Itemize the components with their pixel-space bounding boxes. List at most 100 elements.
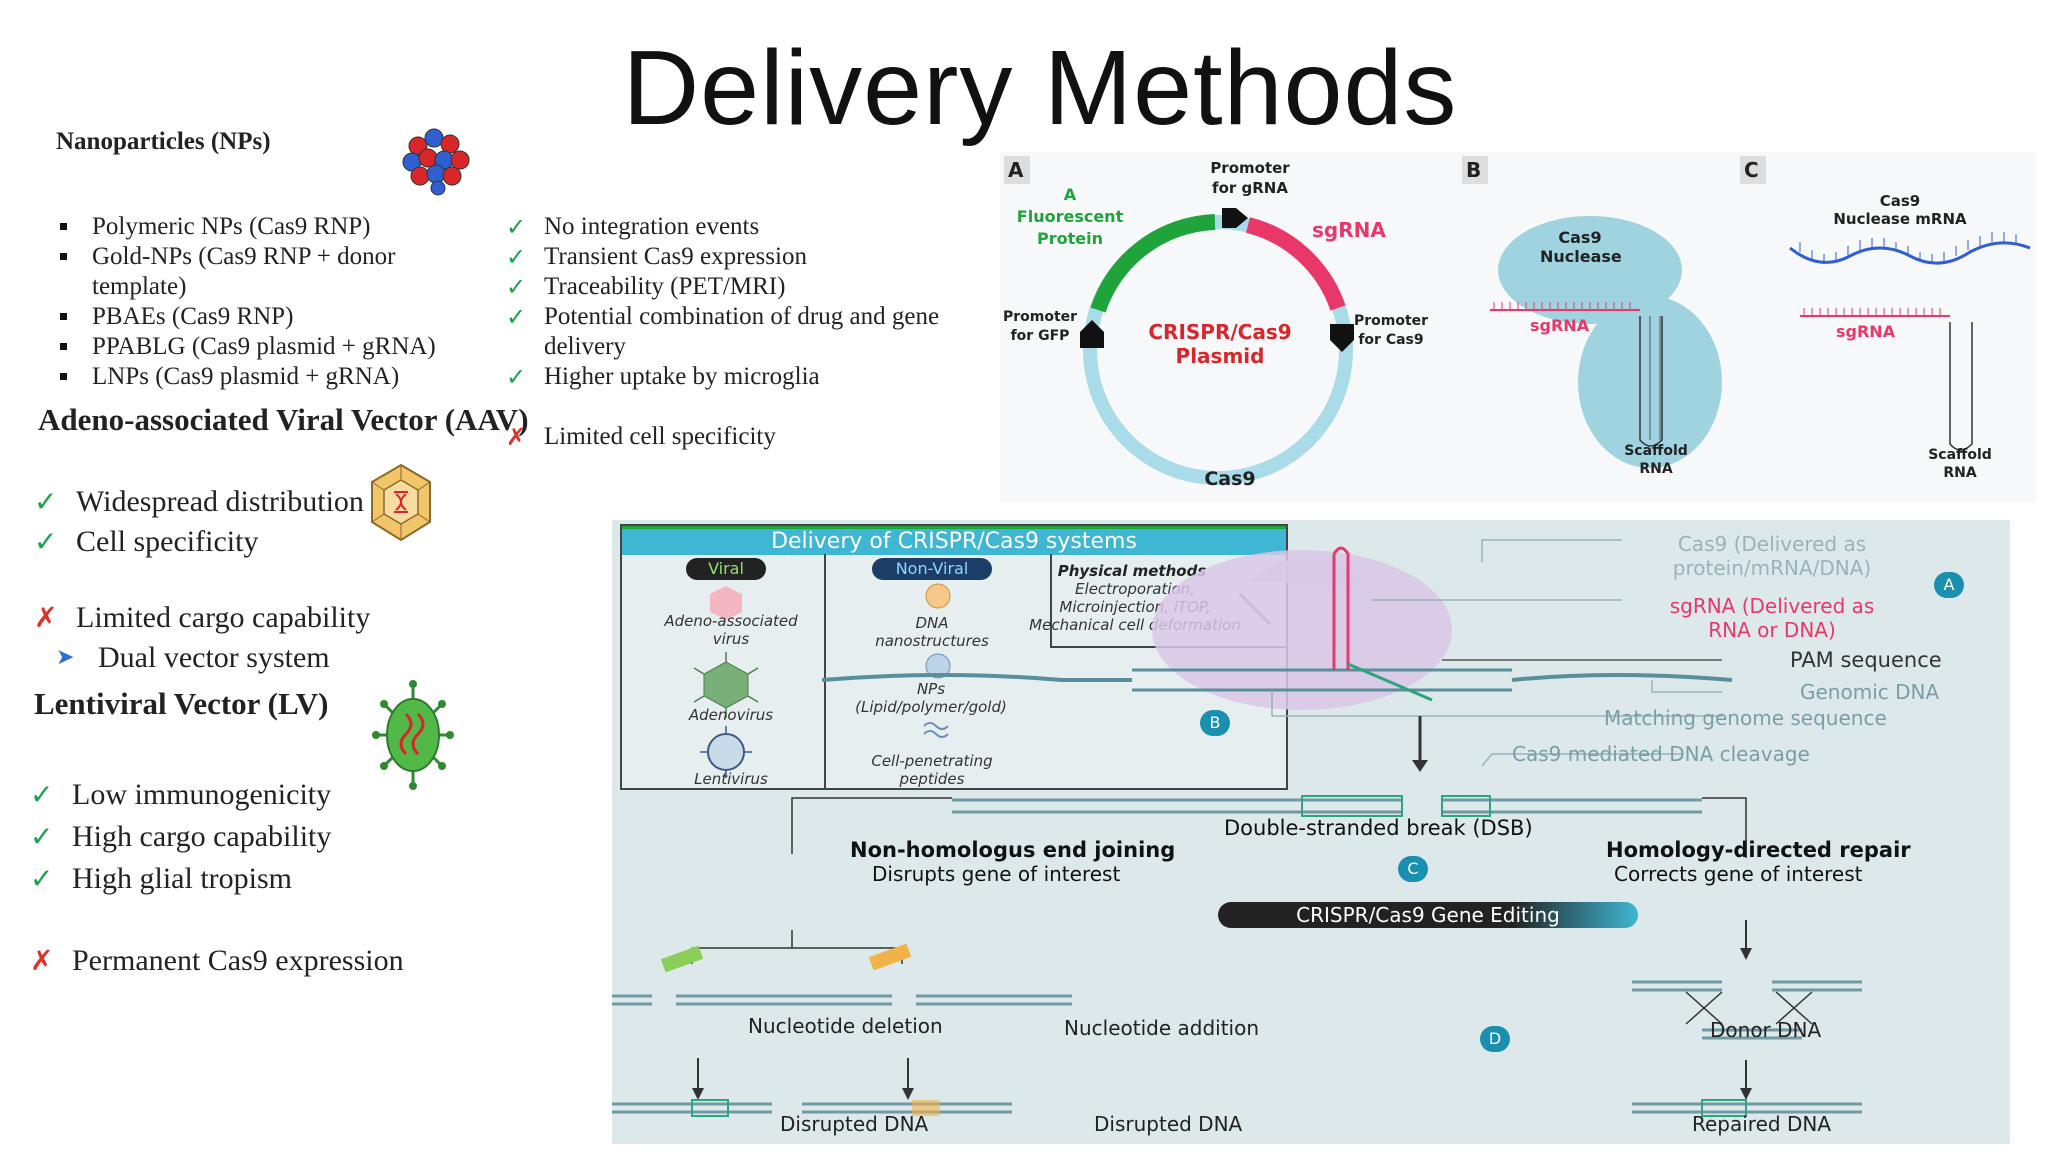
check-icon: ✓	[506, 213, 527, 241]
aav-list: ✓Widespread distribution ✓Cell specifici…	[34, 482, 394, 678]
repaired-dna-label: Repaired DNA	[1692, 1112, 1831, 1136]
box-divider	[824, 554, 826, 790]
aav-heading: Adeno-associated Viral Vector (AAV)	[38, 402, 529, 437]
nanoparticle-icon	[925, 653, 951, 679]
sgrna-label: sgRNA	[1312, 218, 1386, 242]
aav-capsid-icon	[371, 463, 431, 542]
cross-icon: ✗	[34, 601, 58, 634]
pro-text: Potential combination of drug and gene	[544, 303, 940, 330]
nanoparticle-list: Polymeric NPs (Cas9 RNP) Gold-NPs (Cas9 …	[56, 212, 476, 392]
check-icon: ✓	[506, 243, 527, 271]
promoter-gfp-icon	[1080, 320, 1104, 348]
step-circle-a: A	[1934, 572, 1964, 598]
list-item: Gold-NPs (Cas9 RNP + donor	[56, 242, 476, 272]
check-icon: ✓	[506, 273, 527, 301]
list-item: LNPs (Cas9 plasmid + gRNA)	[56, 362, 476, 392]
con-text: Limited cargo capability	[76, 601, 371, 634]
promoter-cas9-icon	[1330, 324, 1354, 352]
pro-text-continuation: delivery	[544, 333, 626, 360]
list-item: PPABLG (Cas9 plasmid + gRNA)	[56, 332, 476, 362]
check-icon: ✓	[30, 778, 54, 811]
check-icon: ✓	[30, 820, 54, 853]
donor-dna-label: Donor DNA	[1710, 1018, 1822, 1042]
list-item: PBAEs (Cas9 RNP)	[56, 302, 476, 332]
delivery-icons-svg	[693, 583, 1272, 778]
step-circle-b: B	[1200, 710, 1230, 736]
hdr-title: Homology-directed repair	[1606, 838, 1911, 862]
step-circle-c: C	[1398, 856, 1428, 882]
adenovirus-label: Adenovirus	[688, 706, 774, 724]
plasmid-backbone	[1083, 215, 1353, 485]
disrupted-dna-label-1: Disrupted DNA	[780, 1112, 929, 1136]
panel-b-sgrna-label: sgRNA	[1530, 316, 1590, 335]
pro-text: Traceability (PET/MRI)	[544, 273, 786, 300]
aav-particle-icon	[710, 586, 742, 620]
check-icon: ✓	[34, 525, 58, 558]
viral-tag: Viral	[686, 558, 766, 580]
nanoparticles-heading: Nanoparticles (NPs)	[56, 128, 271, 155]
physical-methods-title: Physical methods	[1057, 562, 1207, 580]
check-icon: ✓	[34, 485, 58, 518]
nanoparticle-cluster-icon	[402, 128, 470, 196]
genomic-dna-strand	[821, 673, 1132, 682]
lentivirus-icon	[372, 680, 454, 790]
panel-label-a: A	[1008, 158, 1024, 182]
pro-text: High glial tropism	[72, 862, 292, 895]
arrow-down-icon	[1412, 760, 1428, 772]
gene-editing-banner: CRISPR/Cas9 Gene Editing	[1218, 902, 1638, 928]
slide-title: Delivery Methods	[622, 29, 1458, 147]
sgrna-segment	[1245, 217, 1346, 311]
nps-label: NPs(Lipid/polymer/gold)	[855, 680, 1007, 716]
arrow-icon: ➤	[56, 645, 75, 670]
nucleotide-deletion-label: Nucleotide deletion	[748, 1014, 943, 1038]
cas9-label: Cas9	[1204, 468, 1256, 490]
nucleotide-addition-label: Nucleotide addition	[1064, 1016, 1259, 1040]
cross-icon: ✗	[506, 423, 527, 451]
pro-text: Transient Cas9 expression	[544, 243, 807, 270]
deleted-fragment-icon	[660, 945, 704, 973]
check-icon: ✓	[506, 303, 527, 331]
pam-sequence-label: PAM sequence	[1790, 648, 1942, 672]
panel-label-b: B	[1466, 158, 1482, 182]
pro-text: Higher uptake by microglia	[544, 363, 820, 390]
pro-text: Low immunogenicity	[72, 778, 332, 811]
matching-sequence-label: Matching genome sequence	[1604, 706, 1887, 730]
check-icon: ✓	[30, 862, 54, 895]
sgrna-hairpin	[1332, 554, 1350, 670]
crispr-components-svg	[1004, 156, 2031, 485]
list-item: Polymeric NPs (Cas9 RNP)	[56, 212, 476, 242]
hdr-subtitle: Corrects gene of interest	[1614, 862, 1863, 886]
genomic-dna-label: Genomic DNA	[1800, 680, 1940, 704]
pam-site	[1347, 662, 1433, 702]
panel-c-sgrna-label: sgRNA	[1836, 322, 1896, 341]
nanoparticle-pros: ✓ No integration events ✓ Transient Cas9 e…	[506, 212, 976, 452]
con-text: Limited cell specificity	[544, 423, 776, 450]
pro-text: Cell specificity	[76, 525, 259, 558]
dna-nanostructure-icon	[925, 583, 951, 609]
step-circle-d: D	[1480, 1026, 1510, 1052]
box-divider	[1050, 554, 1052, 648]
cleavage-label: Cas9 mediated DNA cleavage	[1512, 742, 1810, 766]
pro-text: No integration events	[544, 213, 760, 240]
crispr-components-figure	[1000, 152, 2036, 502]
lv-list: ✓Low immunogenicity ✓High cargo capabili…	[30, 774, 410, 982]
con-text: Permanent Cas9 expression	[72, 944, 404, 977]
added-fragment-icon	[868, 943, 912, 971]
cross-icon: ✗	[30, 944, 54, 977]
nhej-subtitle: Disrupts gene of interest	[872, 862, 1121, 886]
gfp-segment	[1090, 214, 1216, 313]
cas9-mrna-strand	[1789, 241, 2031, 265]
nhej-title: Non-homologus end joining	[850, 838, 1176, 862]
dsb-label: Double-stranded break (DSB)	[1224, 816, 1533, 840]
